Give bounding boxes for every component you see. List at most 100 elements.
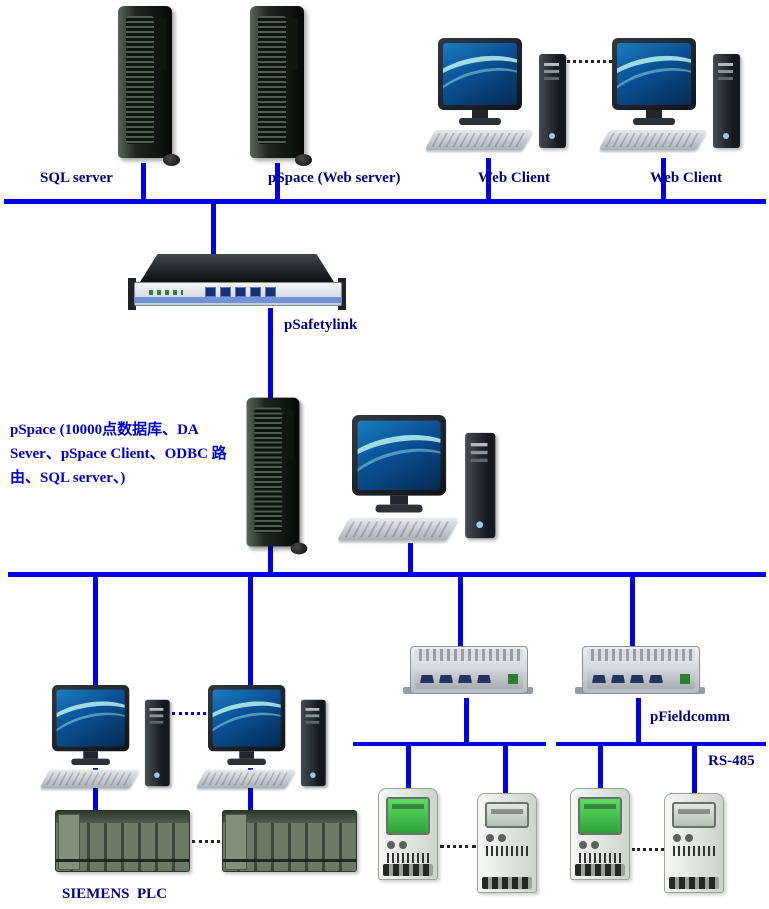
monitor (52, 685, 130, 752)
meter-barcode (673, 846, 715, 856)
meter-terminals (669, 877, 719, 889)
monitor (612, 38, 696, 110)
label-psafetylink: pSafetylink (284, 317, 358, 333)
tower-foot (295, 154, 312, 166)
pc-tower (300, 699, 326, 787)
label-sql-server: SQL server (40, 170, 113, 186)
web-client-1-pc (424, 38, 566, 166)
link-clientA-plc1 (93, 768, 98, 812)
ethernet-port (250, 287, 261, 297)
pfieldcomm-gateway-2 (575, 646, 705, 702)
link-sqlserver-bus (141, 163, 146, 199)
tower-drive-bay (290, 18, 298, 70)
monitor-screen (357, 420, 441, 491)
link-bus2-clientA (93, 577, 98, 688)
plc-client-A-pc (39, 685, 170, 803)
meter-lcd (386, 797, 430, 835)
tower-body (246, 397, 300, 547)
monitor-base (375, 504, 423, 513)
link-webserver-bus (275, 163, 280, 199)
plc-power-module (58, 814, 80, 870)
plc-client-B-pc (195, 685, 326, 803)
middle-ethernet-bus (8, 572, 766, 577)
siemens-plc-rack-1 (55, 810, 190, 872)
tower-foot (163, 154, 180, 166)
dots-between-scada-clients (172, 712, 212, 715)
tower-body (118, 6, 172, 158)
link-clientB-plc2 (248, 768, 253, 812)
monitor-neck (239, 751, 254, 759)
monitor-base (459, 118, 501, 125)
heatsink-ribs (587, 649, 695, 661)
link-rs485-meter2 (503, 746, 508, 795)
monitor-screen (617, 43, 691, 105)
ethernet-ports (205, 287, 276, 297)
ethernet-port (680, 674, 690, 684)
status-leds (149, 290, 183, 295)
plc-power-module (225, 814, 247, 870)
meter-lcd (485, 802, 529, 828)
pc-tower (539, 54, 566, 148)
tower-foot (290, 542, 308, 555)
label-pfieldcomm: pFieldcomm (650, 709, 730, 725)
meter-barcode (486, 846, 528, 856)
pc-tower (465, 432, 496, 539)
appliance-top (140, 254, 334, 282)
monitor (352, 415, 447, 496)
serial-port (458, 675, 472, 683)
serial-port (630, 675, 644, 683)
meter-buttons (486, 834, 510, 842)
ethernet-port (235, 287, 246, 297)
rs485-bus-right (556, 742, 766, 746)
meter-barcode (387, 853, 429, 863)
dots-between-web-clients (548, 60, 612, 63)
meter-terminals (575, 864, 625, 876)
serial-port (420, 675, 434, 683)
ethernet-port (265, 287, 276, 297)
label-pspace-web-server: pSpace (Web server) (268, 170, 401, 186)
tower-vents (258, 16, 286, 144)
monitor-screen (56, 689, 125, 747)
gateway-front-panel (587, 669, 695, 689)
label-web-client-2: Web Client (650, 170, 723, 186)
appliance-front-panel (134, 282, 342, 306)
keyboard (195, 769, 296, 789)
monitor (208, 685, 286, 752)
tower-vents (126, 16, 154, 144)
ethernet-port (220, 287, 231, 297)
link-pspace-bus2 (268, 543, 273, 572)
dots-between-meters-left (440, 845, 476, 848)
monitor-neck (646, 110, 662, 118)
label-pspace-main-description: pSpace (10000点数据库、DA Sever、pSpace Client… (10, 422, 227, 486)
monitor (438, 38, 522, 110)
pfieldcomm-gateway-1 (403, 646, 533, 702)
label-siemens-plc: SIEMENS PLC (62, 886, 168, 902)
link-rs485-meter3 (598, 746, 603, 790)
monitor-neck (390, 495, 408, 505)
dots-between-plcs (192, 840, 220, 843)
monitor-base (71, 758, 110, 766)
keyboard (424, 130, 534, 150)
monitor-base (633, 118, 675, 125)
pc-tower (144, 699, 170, 787)
monitor-neck (472, 110, 488, 118)
monitor-screen (443, 43, 517, 105)
meter-lcd (672, 802, 716, 828)
pc-tower (713, 54, 740, 148)
monitor-screen (212, 689, 281, 747)
link-webclient2-bus (661, 158, 666, 199)
tower-drive-bay (285, 409, 294, 461)
label-web-client-1: Web Client (478, 170, 551, 186)
gateway-body (582, 646, 700, 694)
link-gateway1-rs485 (464, 698, 469, 742)
serial-port (477, 675, 491, 683)
meter-terminals (383, 864, 433, 876)
ethernet-port (508, 674, 518, 684)
meter-lcd (578, 797, 622, 835)
keyboard (598, 130, 708, 150)
heatsink-ribs (415, 649, 523, 661)
meter-buttons (579, 841, 603, 849)
energy-meter-4 (664, 793, 724, 893)
keyboard (337, 518, 459, 541)
